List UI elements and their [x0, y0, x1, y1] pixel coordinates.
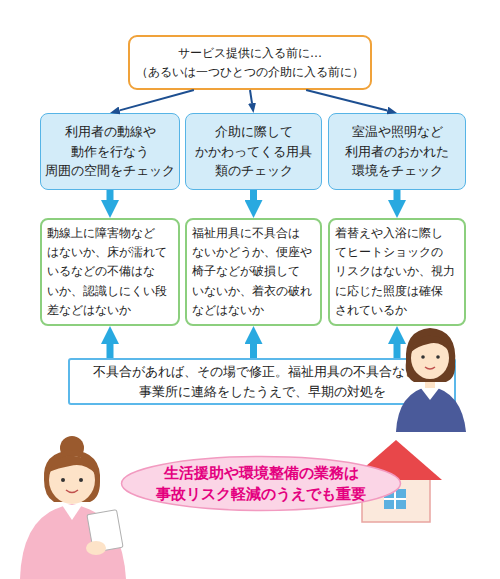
node-text: 利用者の動線や 動作を行なう 周囲の空間をチェック — [44, 122, 176, 181]
nurse-illustration — [20, 436, 126, 579]
block-arrow — [107, 344, 114, 358]
node-text: 着替えや入浴に際し てヒートショックの リスクはないか、視力 に応じた照度は確保… — [335, 224, 459, 320]
highlight-ellipse: 生活援助や環境整備の業務は 事故リスク軽減のうえでも重要 — [120, 455, 402, 512]
check-heading-box: 室温や照明など 利用者のおかれた 環境をチェック — [328, 113, 466, 190]
nurse-mouth — [66, 490, 78, 493]
woman-mouth — [425, 367, 435, 369]
node-text: 福祉用具に不具合は ないかどうか、便座や 椅子などが破損して いないか、着衣の破… — [192, 224, 315, 320]
nurse-collar — [62, 505, 82, 520]
block-arrow — [250, 190, 257, 200]
block-arrow — [107, 190, 114, 200]
check-detail-box: 福祉用具に不具合は ないかどうか、便座や 椅子などが破損して いないか、着衣の破… — [185, 218, 322, 326]
woman-collar — [420, 387, 440, 400]
nurse-hair — [44, 450, 100, 502]
nurse-eye — [79, 478, 83, 482]
nurse-body — [20, 504, 126, 579]
thin-arrow — [250, 90, 252, 103]
node-text: 生活援助や環境整備の業務は 事故リスク軽減のうえでも重要 — [130, 463, 392, 505]
node-text: 動線上に障害物など はないか、床が濡れて いるなどの不備はな いか、認識しにくい… — [47, 224, 173, 320]
note-box: 不具合があれば、その場で修正。福祉用具の不具合などは 事業所に連絡をしたうえで、… — [68, 358, 456, 405]
node-text: 介助に際して かかわってくる用具 類のチェック — [189, 122, 318, 181]
check-heading-box: 利用者の動線や 動作を行なう 周囲の空間をチェック — [40, 113, 180, 190]
nurse-hand — [86, 541, 106, 555]
woman-body — [396, 386, 466, 432]
block-arrow — [394, 344, 401, 358]
woman-hair — [406, 328, 456, 382]
check-detail-box: 着替えや入浴に際し てヒートショックの リスクはないか、視力 に応じた照度は確保… — [328, 218, 466, 326]
node-text: 不具合があれば、その場で修正。福祉用具の不具合などは 事業所に連絡をしたうえで、… — [76, 362, 448, 401]
block-arrow — [250, 344, 257, 358]
woman-neck — [425, 374, 435, 388]
woman-eye — [421, 355, 425, 359]
thin-arrow — [306, 90, 387, 111]
nurse-fringe — [49, 456, 96, 474]
block-arrow — [394, 190, 401, 200]
check-detail-box: 動線上に障害物など はないか、床が濡れて いるなどの不備はな いか、認識しにくい… — [40, 218, 180, 326]
nurse-clipboard — [87, 510, 123, 553]
nurse-bun — [60, 436, 84, 460]
woman-eye — [436, 355, 440, 359]
woman-illustration — [396, 328, 466, 432]
node-text: 室温や照明など 利用者のおかれた 環境をチェック — [332, 122, 462, 181]
start-box: サービス提供に入る前に… （あるいは一つひとつの介助に入る前に） — [128, 35, 372, 90]
node-text: サービス提供に入る前に… （あるいは一つひとつの介助に入る前に） — [134, 44, 366, 81]
woman-fringe — [411, 336, 450, 352]
nurse-face — [49, 456, 95, 504]
thin-arrow — [120, 90, 194, 110]
window-bar — [384, 498, 406, 500]
check-heading-box: 介助に際して かかわってくる用具 類のチェック — [185, 113, 322, 190]
ellipse-shape — [122, 457, 401, 511]
woman-face — [411, 337, 449, 379]
nurse-eye — [61, 478, 65, 482]
